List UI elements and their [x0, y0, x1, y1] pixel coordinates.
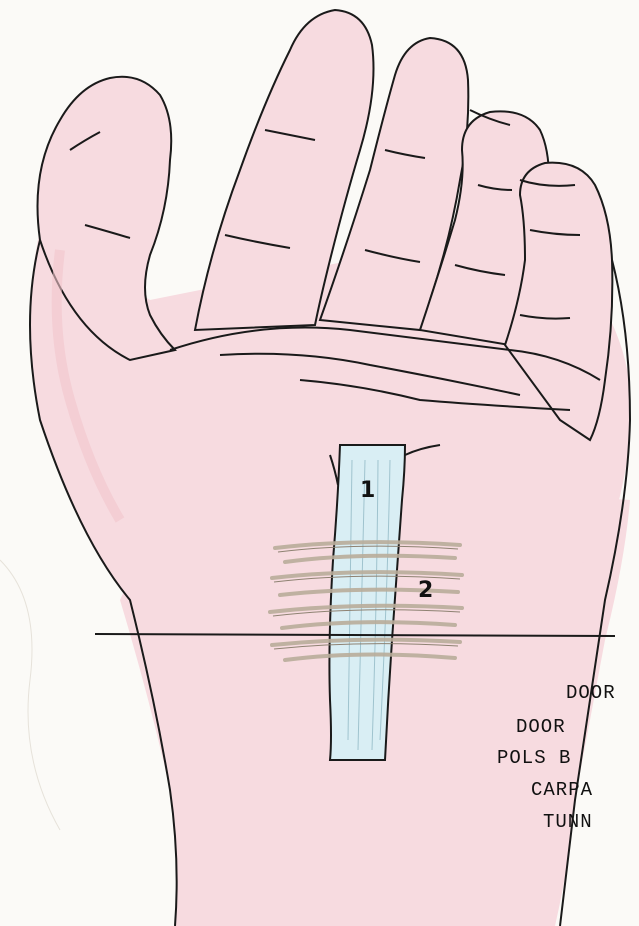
background-sketch — [0, 560, 60, 830]
caption-line-2: DOOR — [516, 716, 566, 738]
label-1: 1 — [360, 478, 375, 503]
label-2: 2 — [418, 578, 433, 603]
caption-line-4: CARPA — [531, 779, 593, 801]
caption-line-3: POLS B — [497, 747, 571, 769]
caption-line-5: TUNN — [543, 811, 593, 833]
caption-line-1: DOOR — [566, 682, 616, 704]
